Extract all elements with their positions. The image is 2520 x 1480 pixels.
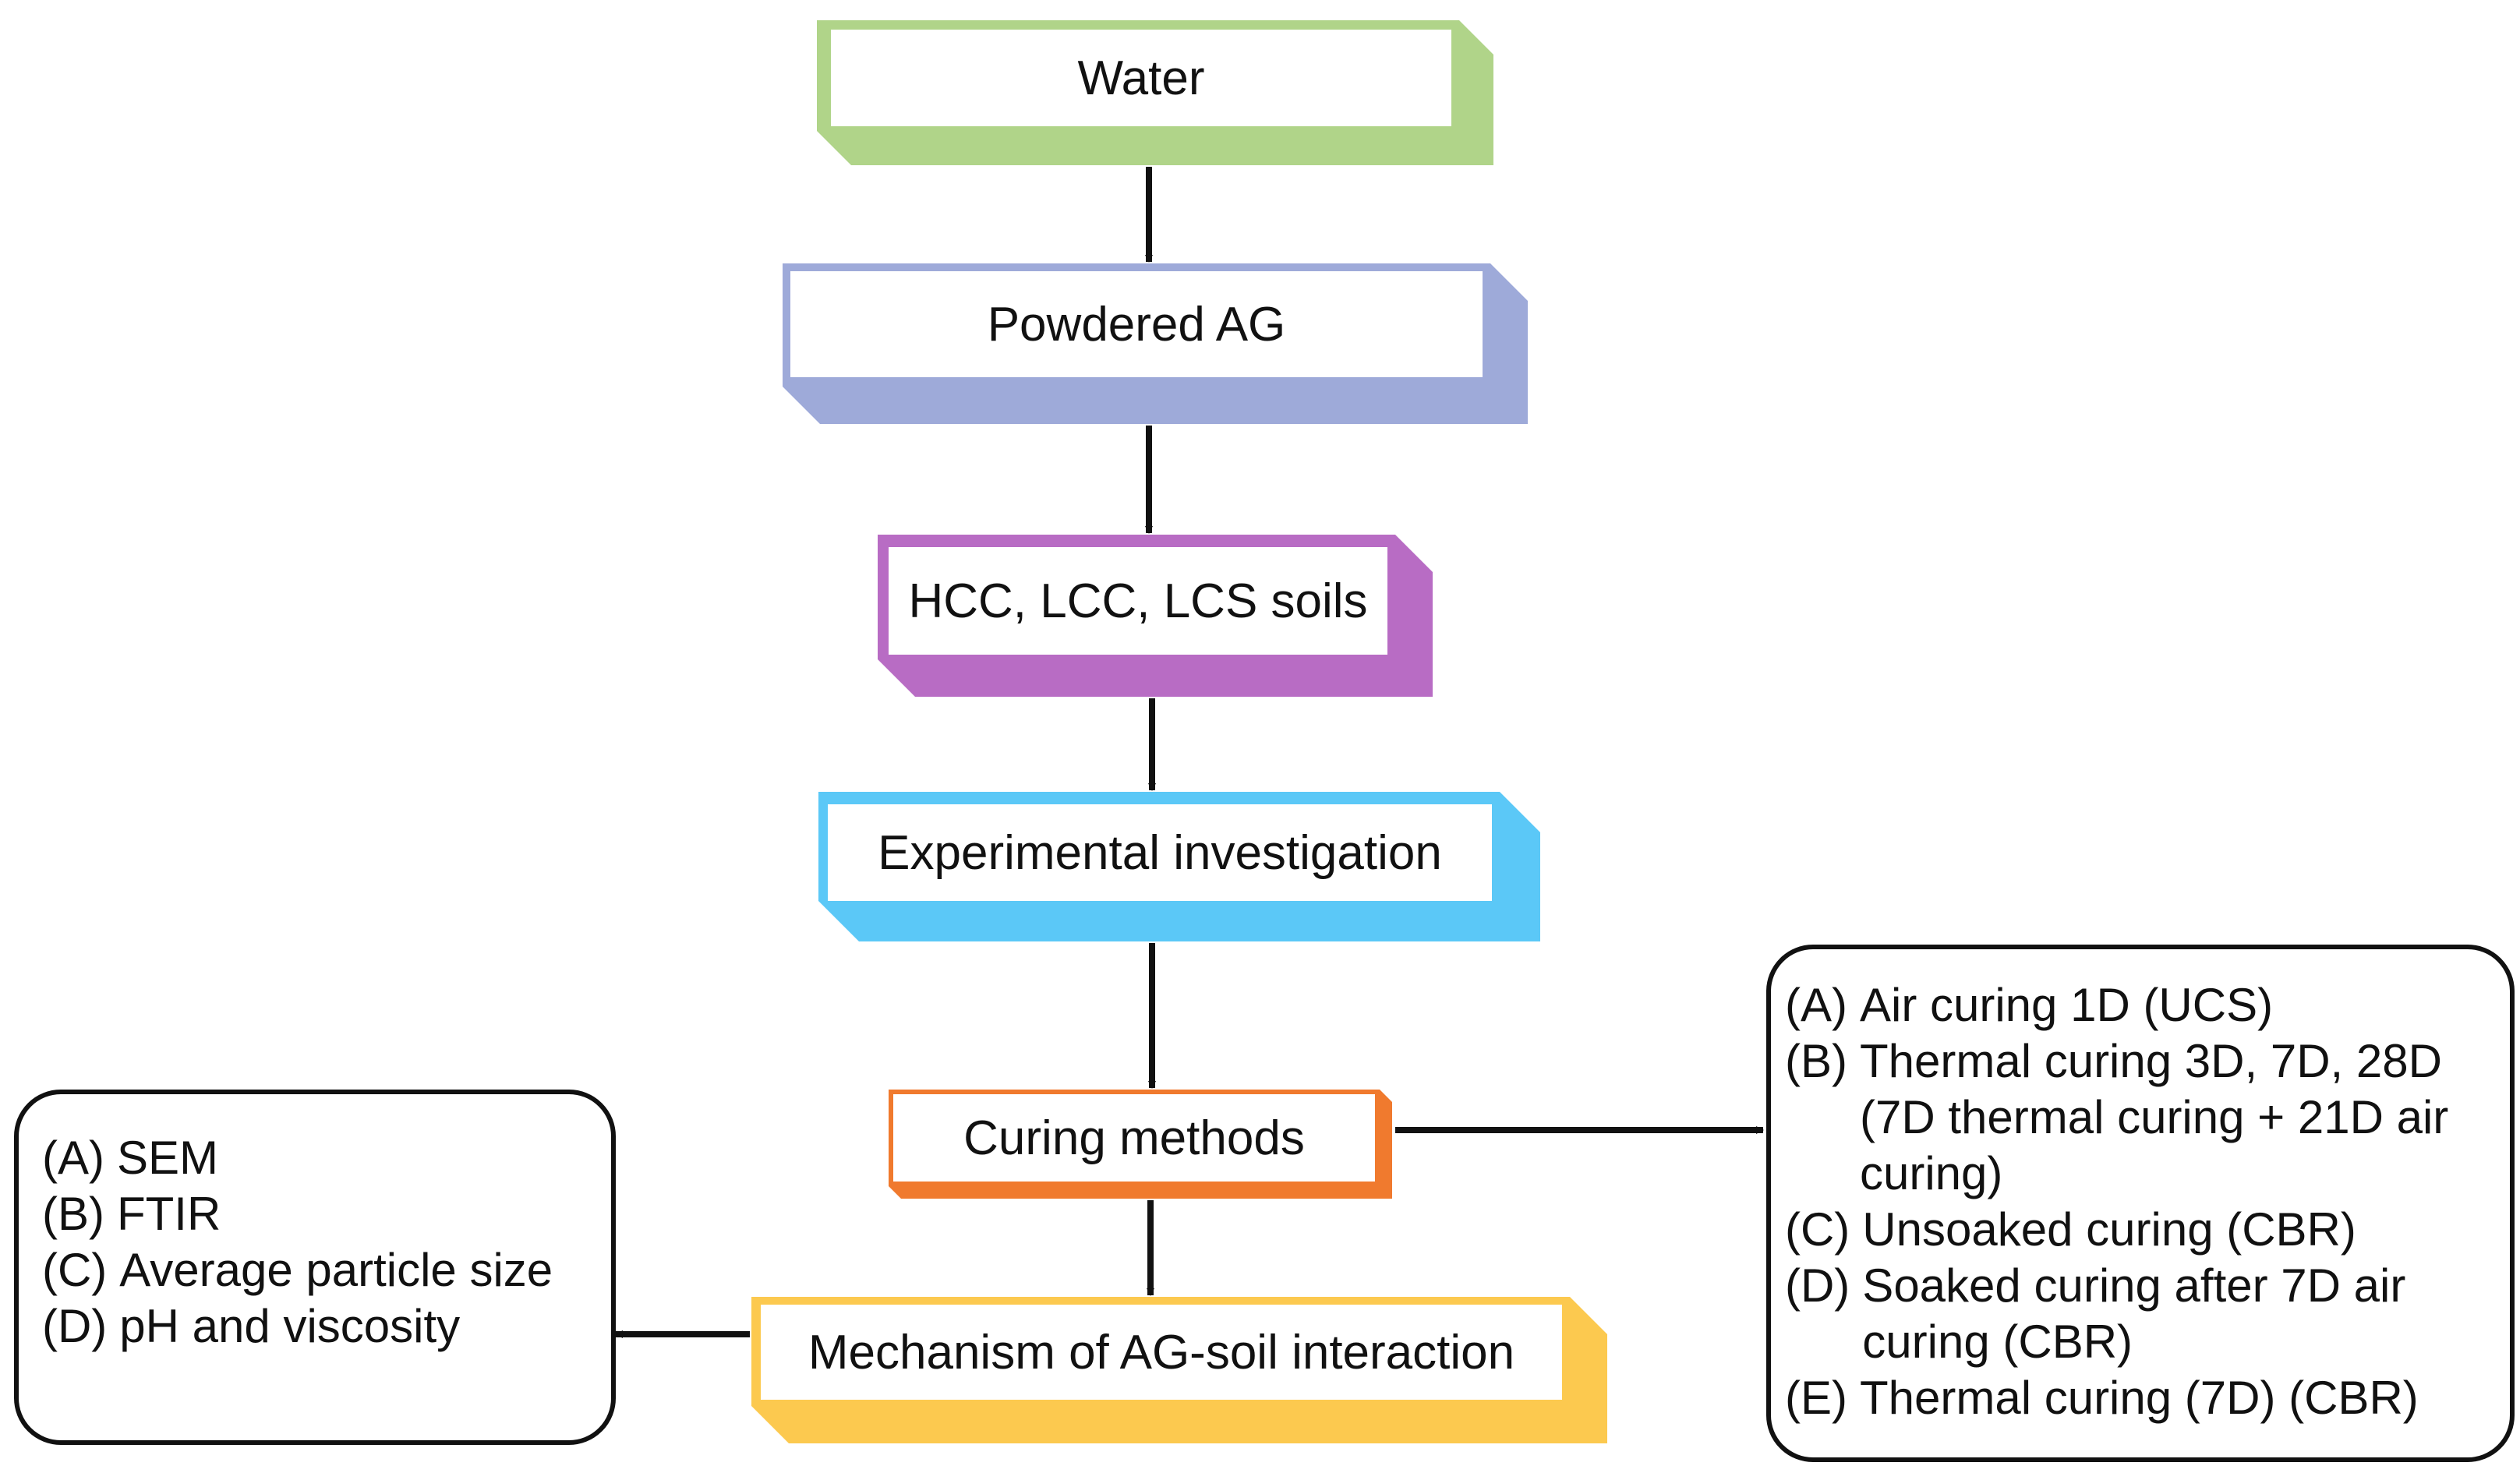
left-panel: (A) SEM (B) FTIR (C) Average particle si… [14, 1090, 616, 1445]
left-panel-item-text: Average particle size [119, 1244, 553, 1296]
right-panel-item: (B) Thermal curing 3D, 7D, 28D (7D therm… [1785, 1033, 2479, 1202]
node-mechanism [751, 1297, 1607, 1443]
right-panel-item: (C) Unsoaked curing (CBR) [1785, 1202, 2479, 1258]
right-panel-item-tag: (C) [1785, 1203, 1850, 1256]
node-powdered-ag-face [790, 271, 1483, 377]
left-panel-item: (A) SEM [42, 1130, 592, 1186]
left-panel-item-text: pH and viscosity [119, 1300, 461, 1352]
right-panel-item-text: Unsoaked curing (CBR) [1862, 1203, 2356, 1256]
left-panel-item-text: FTIR [116, 1188, 221, 1240]
node-water [817, 20, 1493, 165]
right-panel-item-text: Thermal curing (7D) (CBR) [1859, 1372, 2419, 1424]
node-powdered-ag [783, 263, 1528, 424]
node-experimental [818, 792, 1540, 941]
left-panel-item: (B) FTIR [42, 1186, 592, 1242]
node-soils [878, 535, 1433, 697]
node-mechanism-face [761, 1305, 1562, 1400]
left-panel-item-tag: (D) [42, 1300, 108, 1352]
left-panel-item: (C) Average particle size [42, 1242, 592, 1298]
node-curing-methods-face [893, 1094, 1375, 1182]
node-soils-face [889, 547, 1387, 655]
node-soils-label: HCC, LCC, LCS soils [908, 574, 1368, 628]
right-panel-list: (A) Air curing 1D (UCS) (B) Thermal curi… [1785, 977, 2479, 1426]
right-panel-item-tag: (B) [1785, 1035, 1847, 1087]
left-panel-item-tag: (A) [42, 1132, 104, 1184]
left-panel-item-tag: (C) [42, 1244, 108, 1296]
node-water-face [831, 30, 1451, 126]
node-curing-methods [889, 1090, 1392, 1199]
right-panel-item: (D) Soaked curing after 7D air curing (C… [1785, 1258, 2479, 1370]
right-panel-item-text: Air curing 1D (UCS) [1859, 979, 2274, 1031]
right-panel-item-tag: (E) [1785, 1372, 1847, 1424]
left-panel-item-text: SEM [116, 1132, 219, 1184]
node-experimental-face [828, 804, 1492, 901]
node-experimental-label: Experimental investigation [878, 825, 1442, 880]
right-panel-item-tag: (A) [1785, 979, 1847, 1031]
node-powdered-ag-label: Powdered AG [987, 297, 1286, 351]
left-panel-item: (D) pH and viscosity [42, 1298, 592, 1355]
node-water-label: Water [1077, 51, 1205, 105]
left-panel-item-tag: (B) [42, 1188, 104, 1240]
right-panel-item-text: Thermal curing 3D, 7D, 28D (7D thermal c… [1859, 1035, 2449, 1199]
right-panel-item-tag: (D) [1785, 1259, 1850, 1312]
right-panel: (A) Air curing 1D (UCS) (B) Thermal curi… [1766, 945, 2515, 1462]
node-curing-methods-label: Curing methods [963, 1111, 1305, 1165]
node-mechanism-label: Mechanism of AG-soil interaction [808, 1325, 1515, 1379]
right-panel-item-text: Soaked curing after 7D air curing (CBR) [1862, 1259, 2406, 1368]
right-panel-item: (E) Thermal curing (7D) (CBR) [1785, 1370, 2479, 1426]
left-panel-list: (A) SEM (B) FTIR (C) Average particle si… [42, 1130, 592, 1355]
right-panel-item: (A) Air curing 1D (UCS) [1785, 977, 2479, 1033]
